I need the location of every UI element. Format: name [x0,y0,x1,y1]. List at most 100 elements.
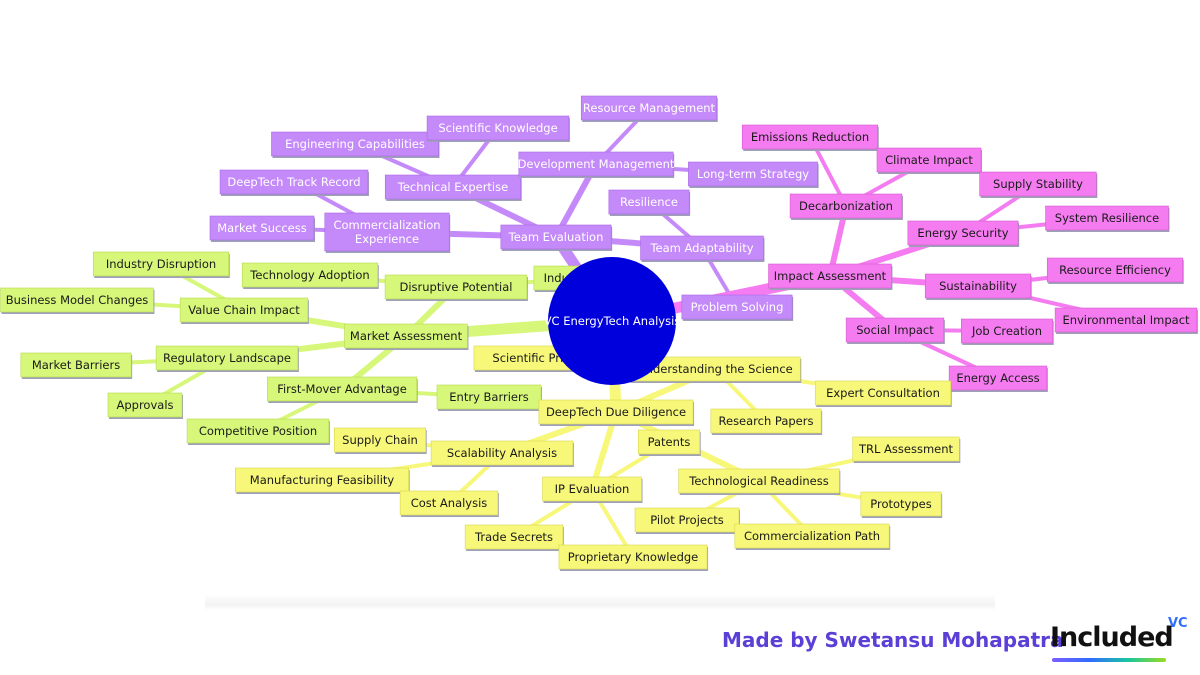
node-label: Job Creation [971,324,1042,338]
node-soc-imp[interactable]: Social Impact [845,317,945,344]
node-dev-mgmt[interactable]: Development Management [518,151,675,178]
node-team-adapt[interactable]: Team Adaptability [640,235,765,262]
node-label: Resource Management [583,101,716,115]
node-box [266,376,417,402]
floor-shadow [205,594,995,610]
node-trade-sec[interactable]: Trade Secrets [464,524,564,551]
node-label: Engineering Capabilities [285,137,425,151]
node-box [324,212,450,252]
node-pilot[interactable]: Pilot Projects [634,507,740,534]
node-comm-path[interactable]: Commercialization Path [734,523,891,550]
node-dt-track[interactable]: DeepTech Track Record [219,169,369,196]
node-job-cre[interactable]: Job Creation [960,318,1054,345]
node-bm-change[interactable]: Business Model Changes [0,287,155,314]
node-emis-red[interactable]: Emissions Reduction [741,124,879,151]
node-box [219,169,369,195]
node-env-imp[interactable]: Environmental Impact [1054,307,1198,334]
node-reg-land[interactable]: Regulatory Landscape [155,345,299,372]
node-res-eff[interactable]: Resource Efficiency [1046,257,1184,284]
node-box [464,524,564,550]
node-cost-an[interactable]: Cost Analysis [399,490,499,517]
root-label: VC EnergyTech Analysis [544,314,681,328]
node-disrupt[interactable]: Disruptive Potential [384,274,528,301]
node-box [678,468,840,494]
node-lt-strat[interactable]: Long-term Strategy [688,161,819,188]
node-patents[interactable]: Patents [637,429,701,456]
node-label: Manufacturing Feasibility [250,473,395,487]
node-box [155,345,299,371]
node-label: Problem Solving [691,300,784,314]
node-label: Technological Readiness [688,474,828,488]
node-approv[interactable]: Approvals [107,392,183,419]
node-sustain[interactable]: Sustainability [924,273,1032,300]
node-mkt-barr[interactable]: Market Barriers [20,352,133,379]
node-tech-exp[interactable]: Technical Expertise [384,174,522,201]
node-en-sec[interactable]: Energy Security [907,220,1020,247]
node-res-pap[interactable]: Research Papers [710,408,823,435]
node-box [20,352,132,378]
node-label: Pilot Projects [650,513,724,527]
node-box [538,399,694,425]
node-ip-eval[interactable]: IP Evaluation [542,476,643,503]
node-sup-chain[interactable]: Supply Chain [333,427,427,454]
node-root[interactable]: VC EnergyTech Analysis [544,257,681,385]
node-box [241,262,379,288]
node-trl[interactable]: TRL Assessment [852,436,961,463]
node-box [688,161,818,187]
node-comp-pos[interactable]: Competitive Position [186,418,330,445]
node-box [681,294,793,320]
node-dt-dd[interactable]: DeepTech Due Diligence [538,399,695,426]
node-label: Supply Chain [342,433,418,447]
node-proto[interactable]: Prototypes [860,491,943,518]
node-decarb[interactable]: Decarbonization [789,193,903,220]
node-box [1054,307,1198,333]
node-label: Resource Efficiency [1059,263,1171,277]
node-impact[interactable]: Impact Assessment [768,263,893,290]
node-entry-barr[interactable]: Entry Barriers [436,384,542,411]
root-circle [548,257,676,385]
node-label: Supply Stability [993,177,1083,191]
node-box [436,384,542,410]
node-box [209,215,315,241]
node-res-mgmt[interactable]: Resource Management [580,95,718,122]
logo-vc-mark: VC [1168,616,1188,631]
node-box [1046,257,1184,283]
node-label: Scalability Analysis [447,446,557,460]
node-box [876,147,982,173]
mindmap-nodes: Team Evaluation Technical Expertise Engine… [0,95,1198,571]
node-tech-ready[interactable]: Technological Readiness [678,468,841,495]
node-sup-stab[interactable]: Supply Stability [979,171,1098,198]
node-scal-an[interactable]: Scalability Analysis [430,440,574,467]
node-box [426,115,570,141]
node-box [852,436,960,462]
node-prop-know[interactable]: Proprietary Knowledge [558,544,709,571]
node-market[interactable]: Market Assessment [344,323,469,350]
node-vc-impact[interactable]: Value Chain Impact [179,297,309,324]
node-prob-solv[interactable]: Problem Solving [681,294,794,321]
node-team[interactable]: Team Evaluation [500,224,613,251]
node-sci-know[interactable]: Scientific Knowledge [426,115,570,142]
node-label: DeepTech Due Diligence [546,405,686,419]
node-ind-disr[interactable]: Industry Disruption [92,251,230,278]
node-tech-adopt[interactable]: Technology Adoption [241,262,379,289]
author-credit: Made by Swetansu Mohapatra [722,628,1064,652]
node-box [948,365,1048,391]
node-en-acc[interactable]: Energy Access [948,365,1048,392]
node-label: Disruptive Potential [400,280,513,294]
node-clim-imp[interactable]: Climate Impact [876,147,982,174]
node-first-mov[interactable]: First-Mover Advantage [266,376,418,403]
node-box [924,273,1032,299]
node-exp-cons[interactable]: Expert Consultation [814,380,952,407]
node-sys-res[interactable]: System Resilience [1045,205,1170,232]
node-box [768,263,892,289]
node-label: First-Mover Advantage [277,382,407,396]
node-label: Entry Barriers [449,390,528,404]
node-mkt-succ[interactable]: Market Success [209,215,315,242]
node-mfg-feas[interactable]: Manufacturing Feasibility [235,467,410,494]
node-eng-cap[interactable]: Engineering Capabilities [271,131,440,158]
node-box [640,235,764,261]
node-resil[interactable]: Resilience [608,189,691,216]
node-box [845,317,945,343]
node-box [518,151,674,177]
